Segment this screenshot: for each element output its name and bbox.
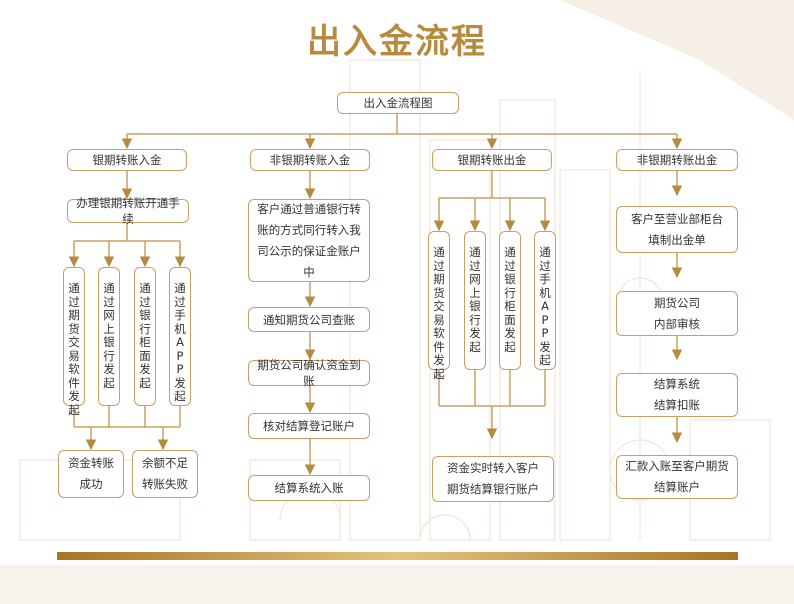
header-nonbank-withdraw: 非银期转账出金 [616, 149, 738, 171]
col1-open-service: 办理银期转账开通手续 [67, 196, 189, 226]
col3-via-online-bank: 通过网上银行发起 [464, 231, 486, 370]
col1-via-online-bank: 通过网上银行发起 [98, 267, 120, 406]
col1-via-trading-software: 通过期货交易软件发起 [63, 267, 85, 416]
root-node: 出入金流程图 [337, 92, 459, 114]
col4-fill-withdraw-form: 客户至营业部柜台 填制出金单 [616, 206, 738, 253]
col1-transfer-failed: 余额不足 转账失败 [132, 450, 198, 498]
col3-via-mobile-app: 通过手机APP发起 [534, 231, 556, 370]
col2-check-account: 核对结算登记账户 [248, 413, 370, 439]
col3-realtime-transfer: 资金实时转入客户 期货结算银行账户 [432, 456, 554, 502]
header-bank-withdraw: 银期转账出金 [432, 149, 552, 171]
col2-settlement-entry: 结算系统入账 [248, 475, 370, 501]
col4-settlement-debit: 结算系统 结算扣账 [616, 373, 738, 417]
header-bank-deposit: 银期转账入金 [67, 149, 187, 171]
col3-via-trading-software: 通过期货交易软件发起 [428, 231, 450, 380]
page-title: 出入金流程 [307, 22, 487, 62]
col4-internal-review: 期货公司 内部审核 [616, 291, 738, 336]
gold-footer-bar [57, 552, 738, 560]
col1-via-bank-counter: 通过银行柜面发起 [134, 267, 156, 406]
col2-confirm-arrival: 期货公司确认资金到账 [248, 358, 370, 388]
col1-transfer-success: 资金转账 成功 [58, 450, 124, 498]
header-nonbank-deposit: 非银期转账入金 [250, 149, 370, 171]
col2-bank-transfer-step: 客户通过普通银行转 账的方式同行转入我 司公示的保证金账户中 [248, 199, 370, 282]
col1-via-mobile-app: 通过手机APP发起 [169, 267, 191, 406]
col2-notify-company: 通知期货公司查账 [248, 307, 370, 332]
col3-via-bank-counter: 通过银行柜面发起 [499, 231, 521, 370]
col4-remit-to-account: 汇款入账至客户期货 结算账户 [616, 455, 738, 499]
